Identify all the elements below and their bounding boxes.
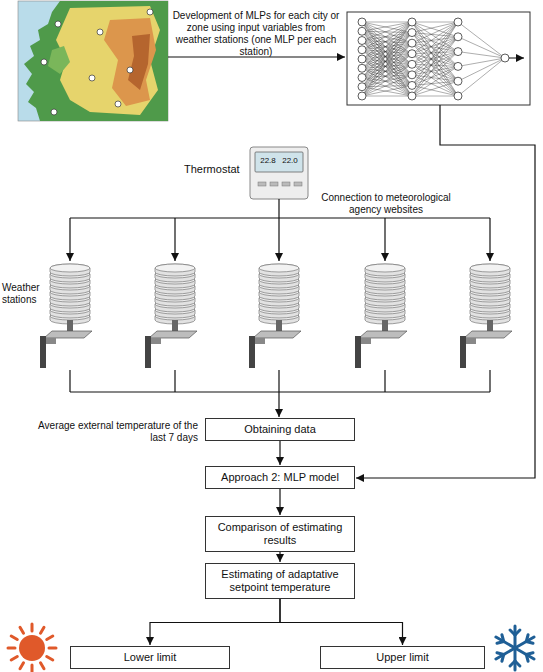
box-text: Comparison of estimating results	[212, 521, 348, 547]
sun-icon	[8, 624, 56, 672]
distribution-lines	[70, 199, 490, 261]
box-text: Lower limit	[77, 651, 223, 664]
weather-stations	[40, 264, 512, 368]
relief-map	[18, 1, 168, 121]
display-reading: 22.8	[257, 156, 279, 166]
process-box: Obtaining data	[205, 418, 355, 441]
mlp-box	[347, 12, 530, 105]
process-box: Upper limit	[320, 646, 485, 669]
snowflake-icon	[496, 626, 534, 670]
box-text: Approach 2: MLP model	[212, 471, 348, 484]
flow-connector	[279, 441, 280, 465]
input-note: Average external temperature of the last…	[28, 420, 198, 444]
process-box: Lower limit	[70, 646, 230, 669]
box-text: Obtaining data	[212, 423, 348, 436]
neural-network	[358, 18, 524, 100]
model-link	[356, 105, 535, 478]
process-note: Development of MLPs for each city or zon…	[172, 10, 340, 58]
flow-connector	[150, 599, 280, 645]
connection-note: Connection to meteorological agency webs…	[316, 192, 456, 216]
box-text: Upper limit	[327, 651, 478, 664]
display-reading: 22.0	[279, 156, 301, 166]
process-box: Comparison of estimating results	[205, 516, 355, 552]
flow-connector	[279, 489, 280, 515]
thermostat-icon	[250, 147, 308, 199]
process-box: Approach 2: MLP model	[205, 466, 355, 489]
process-box: Estimating of adaptative setpoint temper…	[205, 563, 355, 599]
group-label: Weather stations	[2, 282, 46, 306]
box-text: Estimating of adaptative setpoint temper…	[212, 568, 348, 594]
flow-connector	[280, 599, 403, 645]
collection-lines	[70, 370, 490, 417]
flow-connector	[279, 552, 280, 562]
device-label: Thermostat	[184, 163, 246, 175]
